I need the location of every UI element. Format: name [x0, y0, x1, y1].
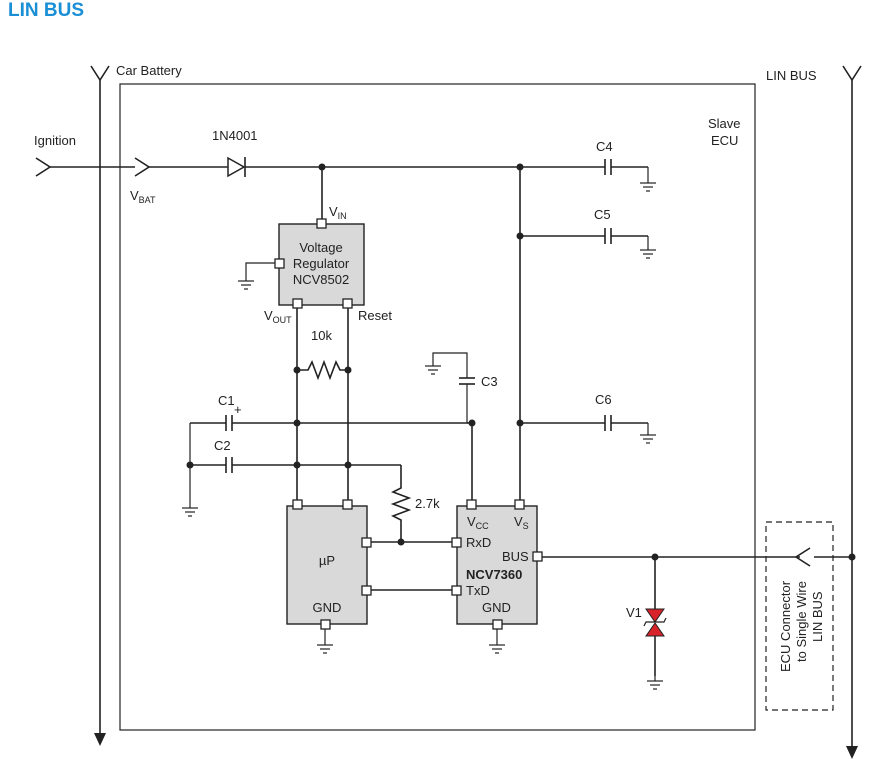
bus-label: BUS	[502, 549, 529, 564]
ecu-connector-label: ECU Connector to Single Wire LIN BUS	[778, 580, 825, 672]
r27k-label: 2.7k	[415, 496, 440, 511]
ignition-label: Ignition	[34, 133, 76, 148]
svg-text:LIN BUS: LIN BUS	[810, 591, 825, 642]
vout-label: VOUT	[264, 308, 292, 325]
c1-plus: +	[234, 402, 242, 417]
slave-ecu-label-2: ECU	[711, 133, 738, 148]
reg-gnd-pin	[274, 258, 285, 269]
reset-label: Reset	[358, 308, 392, 323]
transceiver-name: NCV7360	[466, 567, 522, 582]
regulator-line3: NCV8502	[293, 272, 349, 287]
capacitor-c1	[190, 415, 472, 431]
capacitor-c2	[190, 457, 401, 473]
ecu-connector-box	[765, 521, 834, 711]
vin-pin	[316, 218, 327, 229]
slave-ecu-label-1: Slave	[708, 116, 741, 131]
vin-label: VIN	[329, 204, 347, 221]
capacitor-c3	[432, 352, 475, 500]
lin-bus-rail	[842, 65, 862, 759]
vout-pin	[292, 298, 303, 309]
svg-text:to Single Wire: to Single Wire	[794, 581, 809, 662]
micro-name: µP	[319, 553, 335, 568]
c2-label: C2	[214, 438, 231, 453]
reset-pin	[342, 298, 353, 309]
vcc-label: VCC	[467, 514, 489, 531]
voltage-regulator	[274, 218, 365, 309]
tvs-diode-v1	[643, 557, 667, 690]
car-battery-rail	[90, 65, 110, 746]
rxd-label: RxD	[466, 535, 491, 550]
lin-connector-arrow	[794, 547, 811, 567]
transceiver-gnd-label: GND	[482, 600, 511, 615]
vbat-label: VBAT	[130, 188, 156, 205]
capacitor-c5	[520, 228, 657, 259]
c1-label: C1	[218, 393, 235, 408]
v1-label: V1	[626, 605, 642, 620]
ignition-connector	[35, 157, 151, 177]
svg-text:ECU Connector: ECU Connector	[778, 580, 793, 672]
lin-bus-top-label: LIN BUS	[766, 68, 817, 83]
c3-label: C3	[481, 374, 498, 389]
r10k-label: 10k	[311, 328, 332, 343]
c5-label: C5	[594, 207, 611, 222]
regulator-line1: Voltage	[299, 240, 342, 255]
c4-label: C4	[596, 139, 613, 154]
transceiver-ncv7360	[451, 499, 543, 630]
resistor-2-7k	[390, 465, 412, 542]
c6-label: C6	[595, 392, 612, 407]
micro-gnd-label: GND	[313, 600, 342, 615]
car-battery-label: Car Battery	[116, 63, 182, 78]
txd-label: TxD	[466, 583, 490, 598]
slave-ecu-box	[119, 83, 756, 731]
capacitor-c6	[520, 415, 657, 444]
diode-1n4001	[227, 156, 246, 178]
vs-label: VS	[514, 514, 529, 531]
diode-label: 1N4001	[212, 128, 258, 143]
capacitor-c4	[604, 159, 657, 192]
regulator-line2: Regulator	[293, 256, 350, 271]
microprocessor	[286, 499, 372, 630]
resistor-10k	[297, 359, 348, 381]
page-title: LIN BUS	[8, 0, 84, 21]
